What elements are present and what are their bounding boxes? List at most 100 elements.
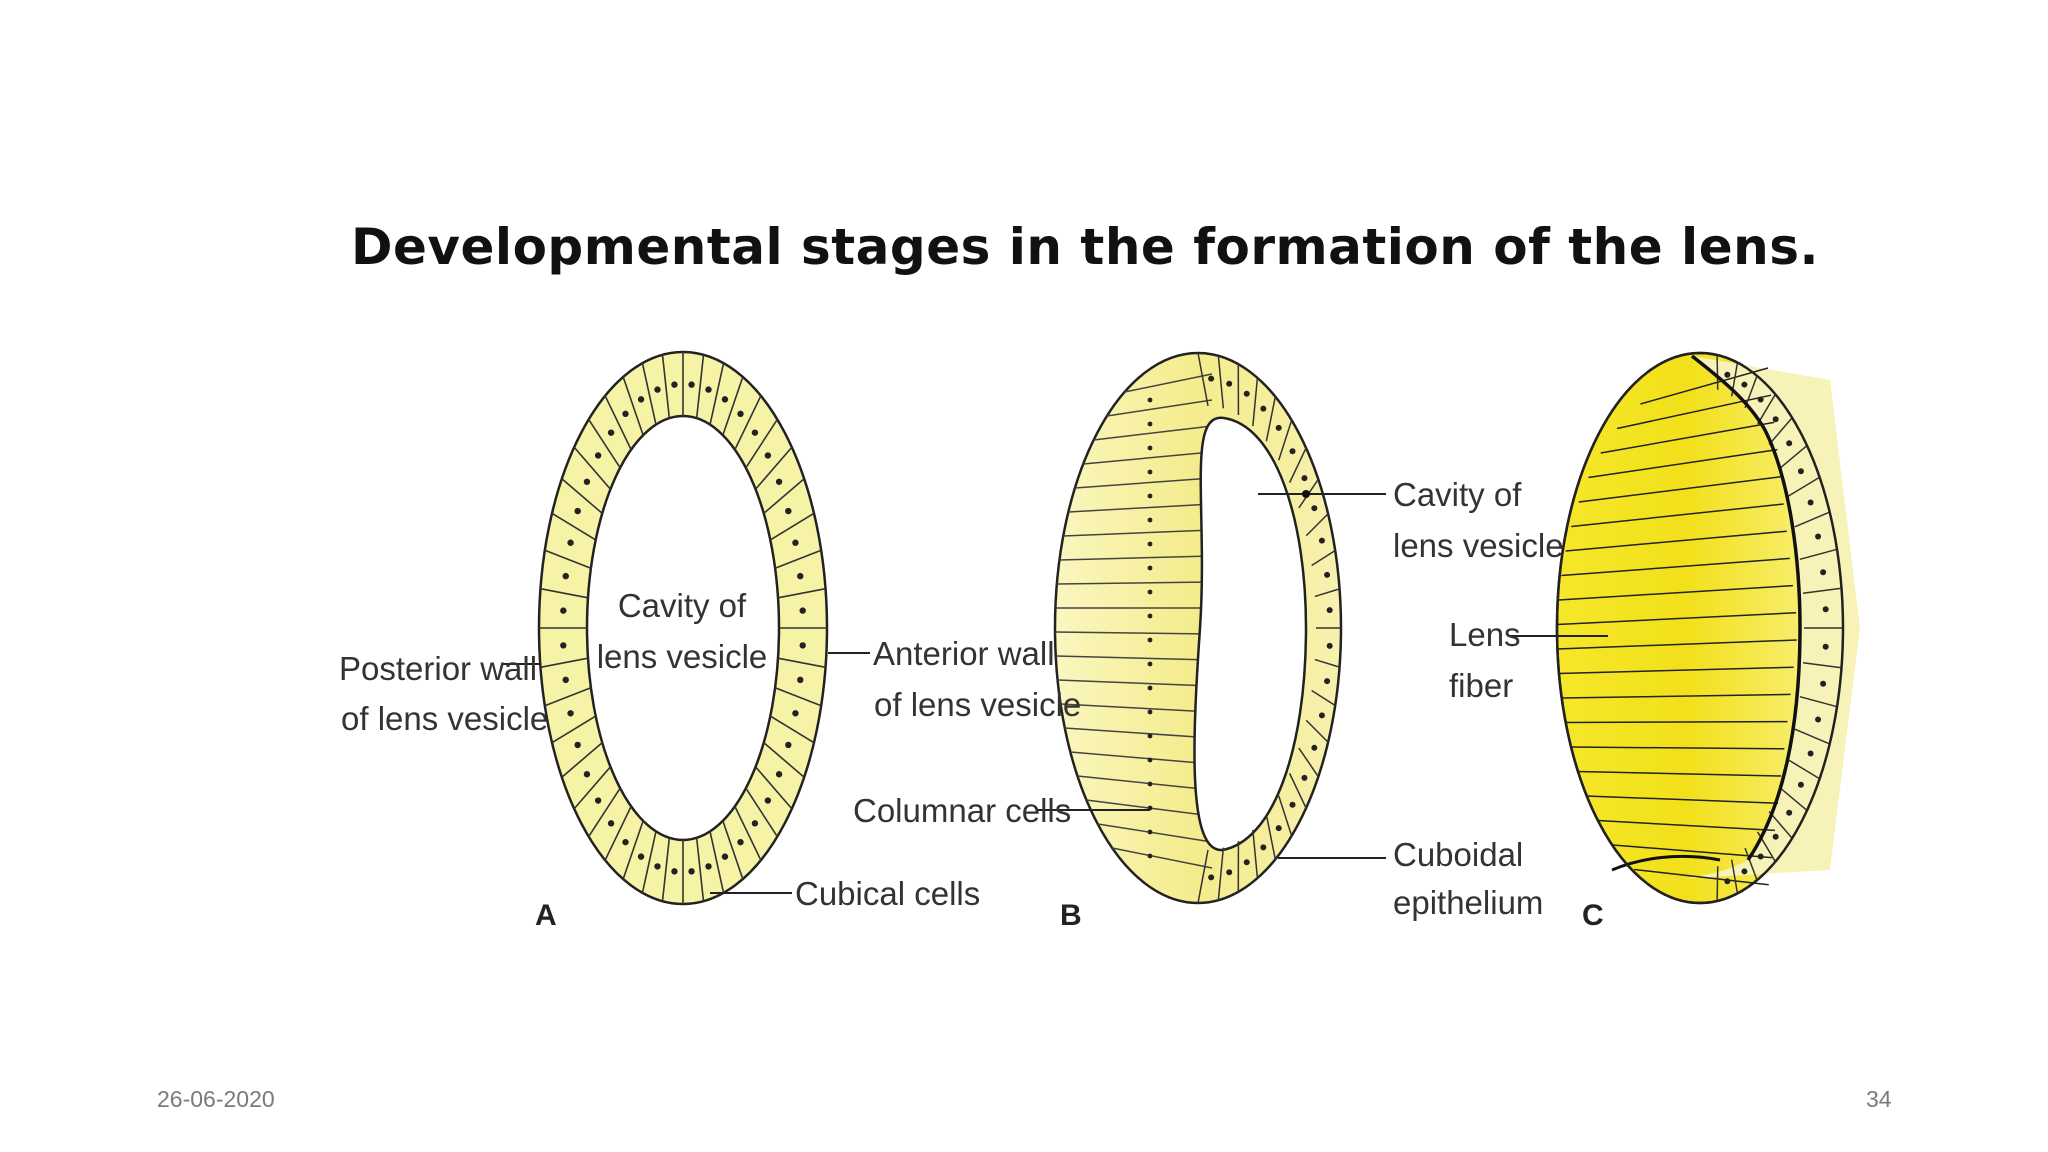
label-b-cavity-2: lens vesicle: [1393, 527, 1564, 564]
epithelium-cell-wall: [1802, 661, 1842, 669]
cell-wall: [540, 657, 589, 669]
cell-nucleus: [1147, 397, 1153, 403]
cell-nucleus: [1324, 571, 1331, 578]
cuboidal-cell-wall: [1265, 814, 1277, 860]
cell-nucleus: [1147, 469, 1153, 475]
lens-fiber-line: [1561, 557, 1790, 577]
cell-nucleus: [764, 452, 772, 459]
cell-wall: [551, 512, 597, 541]
cell-nucleus: [1820, 569, 1827, 576]
label-posterior-wall-2: of lens vesicle: [341, 700, 548, 737]
cell-nucleus: [792, 710, 799, 717]
lens-fiber-line: [1585, 795, 1779, 804]
cell-nucleus: [622, 838, 629, 846]
cell-nucleus: [1147, 517, 1153, 523]
cell-nucleus: [1815, 533, 1822, 540]
lens-fiber-line: [1612, 844, 1772, 859]
cell-nucleus: [1289, 448, 1296, 455]
cell-nucleus: [688, 868, 695, 875]
lens-fiber-line: [1571, 503, 1784, 528]
label-columnar-cells: Columnar cells: [853, 792, 1071, 829]
cell-nucleus: [654, 863, 661, 870]
cell-wall: [622, 376, 644, 436]
cell-nucleus: [583, 478, 591, 485]
cell-wall: [709, 831, 725, 893]
columnar-cell-wall: [1057, 679, 1213, 687]
cell-nucleus: [1741, 868, 1748, 875]
cell-nucleus: [1226, 380, 1233, 387]
columnar-cell-wall: [1063, 529, 1213, 537]
cell-wall: [734, 395, 762, 451]
cell-nucleus: [583, 771, 591, 778]
label-a-cavity-1: Cavity of: [618, 587, 747, 624]
cell-wall: [754, 446, 793, 490]
cell-nucleus: [1147, 541, 1153, 547]
cell-nucleus: [637, 396, 645, 403]
stage-label-a: A: [535, 899, 557, 932]
cell-nucleus: [1147, 829, 1153, 835]
cell-nucleus: [1318, 712, 1325, 719]
cell-wall: [641, 363, 657, 425]
cell-nucleus: [1326, 642, 1333, 649]
cell-nucleus: [1757, 853, 1764, 860]
cell-nucleus: [775, 771, 783, 778]
cell-nucleus: [1147, 565, 1153, 571]
cell-nucleus: [721, 853, 729, 860]
cell-nucleus: [1147, 781, 1153, 787]
cell-nucleus: [1797, 781, 1804, 788]
lens-fiber-line: [1560, 693, 1791, 699]
cuboidal-cell-wall: [1314, 588, 1340, 598]
cuboidal-cell-wall: [1311, 689, 1336, 707]
label-lens-fiber-2: fiber: [1449, 667, 1513, 704]
epithelium-cell-wall: [1730, 859, 1739, 894]
cell-nucleus: [797, 676, 804, 684]
cell-nucleus: [764, 797, 772, 804]
cell-nucleus: [721, 396, 729, 403]
pointer-lines: [502, 493, 1608, 894]
cell-nucleus: [654, 386, 661, 393]
cell-nucleus: [671, 868, 678, 875]
cell-nucleus: [785, 741, 792, 749]
epithelium-cell-wall: [1768, 811, 1793, 839]
lens-fiber-line: [1578, 476, 1781, 503]
columnar-cell-wall: [1124, 373, 1213, 393]
cell-nucleus: [1147, 589, 1153, 595]
cell-nucleus: [562, 572, 569, 580]
cell-wall: [777, 657, 826, 669]
stage-a-vesicle: [537, 350, 829, 906]
label-b-cavity-1: Cavity of: [1393, 476, 1522, 513]
epithelium-cell-wall: [1799, 695, 1838, 708]
cell-wall: [540, 587, 589, 599]
cell-nucleus: [799, 642, 806, 649]
cell-nucleus: [1822, 606, 1829, 613]
cell-nucleus: [594, 797, 602, 804]
cell-nucleus: [1275, 424, 1282, 431]
cell-nucleus: [751, 429, 759, 436]
lens-fiber-line: [1588, 448, 1778, 479]
cell-nucleus: [1311, 505, 1318, 512]
epithelium-cell-wall: [1794, 728, 1830, 745]
columnar-cell-wall: [1070, 751, 1213, 765]
epithelium-cell-wall: [1787, 476, 1820, 498]
cell-wall: [544, 686, 592, 707]
cell-wall: [695, 354, 705, 419]
cell-nucleus: [1822, 643, 1829, 650]
cell-nucleus: [1243, 859, 1250, 866]
columnar-cell-wall: [1068, 503, 1213, 513]
cell-wall: [622, 820, 644, 880]
cell-nucleus: [792, 539, 799, 546]
cell-wall: [763, 478, 805, 514]
cell-nucleus: [1757, 396, 1764, 403]
epithelium-cell-wall: [1744, 847, 1758, 881]
columnar-cell-wall: [1083, 451, 1213, 465]
cuboidal-cell-wall: [1288, 773, 1307, 809]
cell-nucleus: [1772, 833, 1779, 840]
cell-nucleus: [1147, 493, 1153, 499]
cell-nucleus: [574, 741, 581, 749]
columnar-cell-wall: [1093, 425, 1213, 441]
lens-fiber-line: [1600, 421, 1775, 454]
columnar-cell-wall: [1059, 555, 1213, 561]
label-lens-fiber-1: Lens: [1449, 616, 1521, 653]
